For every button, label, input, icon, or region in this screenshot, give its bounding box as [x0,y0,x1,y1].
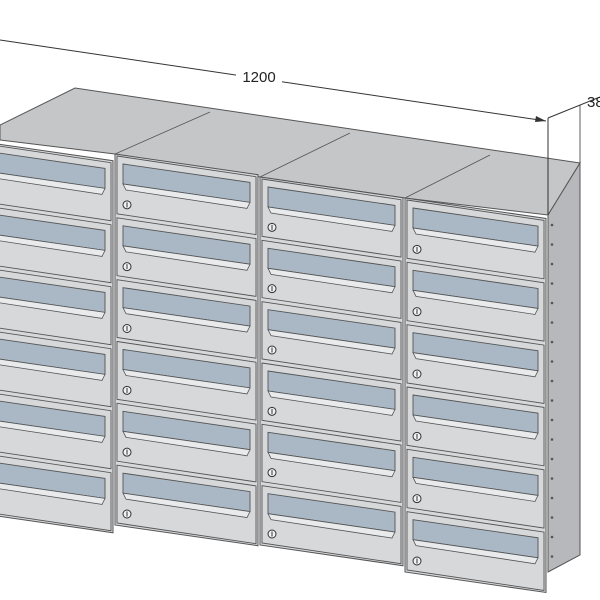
mailbox-door [261,485,402,565]
side-hole [550,379,554,383]
mailbox-door [0,455,112,532]
dimension-depth: 38 [547,94,600,163]
side-hole [550,321,554,324]
slot-flap [0,420,106,443]
slot-flap [412,539,539,565]
slot-flap [267,267,396,294]
slot-flap [122,430,251,457]
mailbox-door [261,301,402,381]
mailbox-door [406,324,545,404]
slot-flap [0,358,106,381]
arrow-head [535,116,546,122]
slot-flap [122,307,251,333]
mailbox-door [116,217,257,297]
dimension-label-bg [236,66,282,86]
side-hole [550,360,554,363]
slot-flap [0,172,106,195]
depth-dimension-label: 38 [587,94,600,111]
slot-flap [412,227,539,253]
slot-flap [122,368,251,395]
slot-flap [267,329,396,355]
top-seam [404,154,491,199]
side-hole [550,457,554,461]
side-hole [550,438,554,441]
side-hole [550,477,554,480]
mailbox-door [0,393,112,470]
side-hole [550,340,554,344]
mailbox-door [116,155,257,236]
side-hole [550,555,554,558]
top-seam [114,111,211,155]
side-hole [550,418,554,422]
mailbox-door [116,464,257,545]
slot-flap [0,296,106,319]
slot-flap [267,390,396,416]
mailbox-door [406,261,545,342]
mailbox-door [0,331,112,408]
mailbox-door [406,386,545,467]
mailbox-door [0,207,112,284]
side-hole [550,399,554,402]
side-hole [550,535,554,539]
slot-flap [267,451,396,478]
mailbox-door [406,511,545,591]
dimension-line [547,96,600,119]
mailbox-door [116,279,257,359]
slot-flap [412,289,539,315]
mailbox-door [261,423,402,503]
side-hole [550,301,554,305]
mailbox-door [406,199,545,280]
top-seam [259,132,351,178]
side-hole [550,243,554,246]
slot-flap [122,492,251,519]
slot-flap [0,234,106,257]
side-panel [547,161,581,573]
slot-flap [122,183,251,209]
slot-flap [412,414,539,440]
slot-flap [267,206,396,232]
side-hole [550,516,554,519]
slot-flap [267,513,396,539]
mailbox-door [261,362,402,442]
dimension-width: 1200 [0,39,549,215]
side-hole [550,282,554,285]
side-hole [550,496,554,500]
mailbox-door [261,239,402,319]
width-dimension-label: 1200 [242,69,275,86]
side-holes [550,223,554,558]
side-hole [550,262,554,266]
mailbox-door [261,178,402,258]
mailbox-door [406,448,545,529]
slot-flap [412,352,539,378]
side-hole [550,223,554,227]
mailbox-door [0,145,112,222]
front-panel [0,143,547,594]
slot-flap [0,482,106,505]
mailbox-door [116,340,257,421]
slot-flap [412,476,539,502]
slot-flap [122,245,251,271]
mailbox-door [116,402,257,483]
mailbox-door [0,269,112,346]
